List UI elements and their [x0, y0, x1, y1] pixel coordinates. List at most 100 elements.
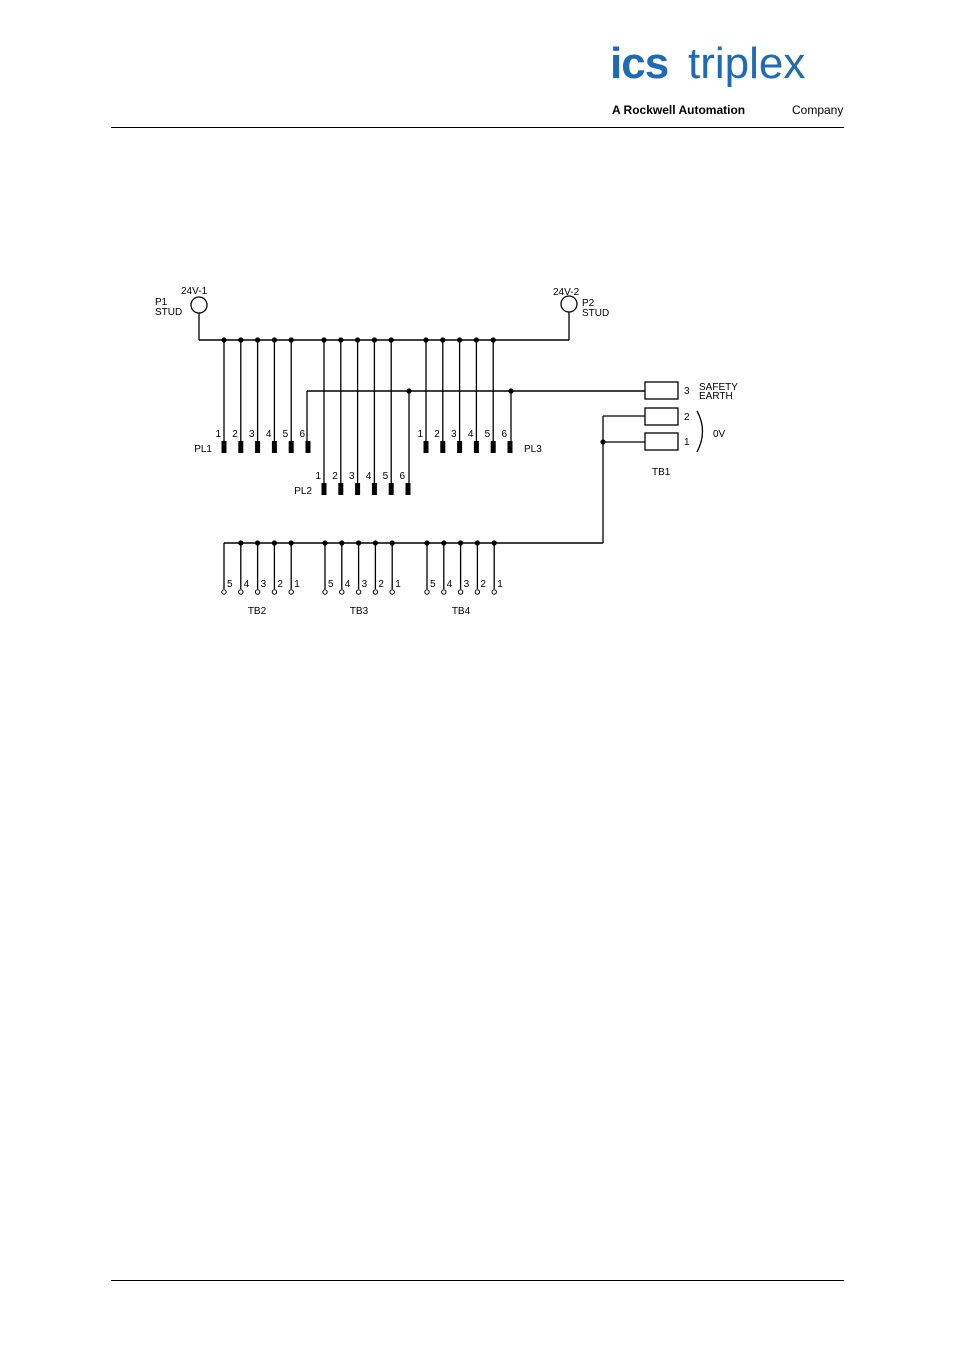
terminal-block-label-tb2: TB2	[248, 606, 267, 617]
junction-dot	[458, 540, 463, 545]
terminal-post-icon	[390, 590, 394, 594]
terminal-number: 2	[378, 579, 384, 590]
terminal-post-icon	[255, 590, 259, 594]
junction-dot	[491, 337, 496, 342]
terminal-number: 4	[244, 579, 250, 590]
plug-pin-contact	[424, 441, 429, 453]
terminal-number: 5	[430, 579, 436, 590]
plug-pin-number: 3	[451, 429, 457, 440]
terminal-post-icon	[272, 590, 276, 594]
terminal-number: 2	[480, 579, 486, 590]
plug-pin-number: 1	[315, 471, 321, 482]
junction-dot	[255, 337, 260, 342]
plug-label-pl3: PL3	[524, 444, 542, 455]
plug-pin-contact	[338, 483, 343, 495]
junction-dot	[390, 540, 395, 545]
plug-pin-number: 3	[249, 429, 255, 440]
junction-dot	[406, 388, 411, 393]
junction-dot	[373, 540, 378, 545]
junction-dot	[389, 337, 394, 342]
terminal-number: 2	[277, 579, 283, 590]
plug-pin-number: 6	[501, 429, 507, 440]
terminal-post-icon	[373, 590, 377, 594]
plug-pin-contact	[491, 441, 496, 453]
plug-pin-contact	[255, 441, 260, 453]
stud-p2-icon	[561, 296, 577, 312]
wires	[199, 312, 645, 589]
plug-pin-number: 5	[383, 471, 389, 482]
junction-dot	[238, 540, 243, 545]
plug-pin-number: 6	[399, 471, 405, 482]
plug-pin-number: 5	[283, 429, 289, 440]
plug-label-pl2: PL2	[294, 486, 312, 497]
zero-volt-label: 0V	[713, 429, 726, 440]
junction-dot	[423, 337, 428, 342]
junction-dot	[356, 540, 361, 545]
plug-pin-contact	[306, 441, 311, 453]
plug-pin-contact	[355, 483, 360, 495]
stud-voltage-label: 24V-1	[181, 286, 208, 297]
plug-pin-contact	[508, 441, 513, 453]
tb1-terminal-number: 2	[684, 412, 690, 423]
zero-volt-brace	[697, 411, 703, 452]
junction-dot	[238, 337, 243, 342]
terminal-block-label-tb3: TB3	[350, 606, 369, 617]
junction-dot	[474, 337, 479, 342]
junction-dot	[255, 540, 260, 545]
plug-pin-contact	[457, 441, 462, 453]
terminal-post-icon	[442, 590, 446, 594]
safety-label-line2: EARTH	[699, 391, 733, 402]
junction-dot	[600, 439, 605, 444]
plug-pin-contact	[440, 441, 445, 453]
terminal-post-icon	[323, 590, 327, 594]
terminal-post-icon	[222, 590, 226, 594]
tb1-terminal-number: 1	[684, 437, 690, 448]
junction-dot	[508, 388, 513, 393]
terminal-post-icon	[340, 590, 344, 594]
stud-voltage-label: 24V-2	[553, 287, 580, 298]
junction-dot	[440, 337, 445, 342]
plug-pin-number: 2	[332, 471, 338, 482]
junction-dot	[475, 540, 480, 545]
plug-label-pl1: PL1	[194, 444, 212, 455]
tb1-terminal-2	[645, 408, 678, 425]
plug-pin-contact	[289, 441, 294, 453]
plug-pin-number: 2	[232, 429, 238, 440]
tb1-terminal-1	[645, 433, 678, 450]
junction-dot	[441, 540, 446, 545]
stud-type-label: STUD	[155, 307, 182, 318]
junction-dot	[289, 540, 294, 545]
junction-dot	[424, 540, 429, 545]
terminal-post-icon	[492, 590, 496, 594]
plug-pin-contact	[222, 441, 227, 453]
junction-dot	[321, 337, 326, 342]
terminal-post-icon	[475, 590, 479, 594]
terminal-post-icon	[239, 590, 243, 594]
tb1-terminal-number: 3	[684, 386, 690, 397]
plug-pin-number: 4	[266, 429, 272, 440]
junction-dot	[289, 337, 294, 342]
plug-pin-contact	[322, 483, 327, 495]
terminal-number: 1	[395, 579, 401, 590]
plug-pin-number: 3	[349, 471, 355, 482]
terminal-post-icon	[356, 590, 360, 594]
terminal-block-label-tb4: TB4	[452, 606, 471, 617]
plug-pin-contact	[372, 483, 377, 495]
junction-dot	[457, 337, 462, 342]
stud-type-label: STUD	[582, 308, 609, 319]
plug-pin-contact	[238, 441, 243, 453]
terminal-number: 3	[362, 579, 368, 590]
terminal-number: 5	[328, 579, 334, 590]
plug-pin-contact	[272, 441, 277, 453]
terminal-number: 5	[227, 579, 233, 590]
terminal-number: 4	[345, 579, 351, 590]
tb1-terminal-3	[645, 382, 678, 399]
junction-dot	[492, 540, 497, 545]
terminal-number: 1	[497, 579, 503, 590]
plug-pin-number: 6	[299, 429, 305, 440]
plug-pin-contact	[389, 483, 394, 495]
plug-pin-contact	[474, 441, 479, 453]
junction-dot	[272, 337, 277, 342]
tb1-label: TB1	[652, 467, 671, 478]
